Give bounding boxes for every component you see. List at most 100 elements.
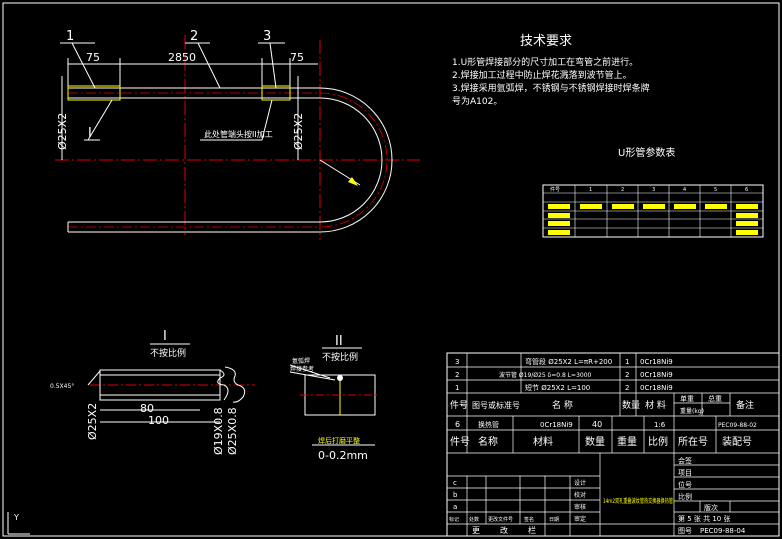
rev-c: c — [453, 479, 457, 487]
rev-h-2: 更改文件号 — [488, 516, 513, 523]
detail-I-dia-a: Ø25X2 — [86, 403, 99, 440]
role-design: 设计 — [574, 479, 586, 487]
u-table-h2: 2 — [621, 187, 624, 193]
tb-countersign: 会签 — [678, 456, 692, 465]
rev-f-2: 栏 — [528, 525, 536, 535]
detail-I-leader — [87, 99, 113, 141]
detail-II-weld — [337, 375, 343, 381]
svg-text:Y: Y — [13, 513, 19, 522]
detail-II-label-b: 焊接参考 — [290, 365, 314, 373]
rev-h-1: 处数 — [469, 516, 479, 523]
tb-drawing-no-label: 图号 — [678, 527, 692, 535]
u-table-title: U形管参数表 — [618, 146, 675, 159]
asm-h-3: 数量 — [585, 435, 605, 448]
bend-outer — [319, 87, 393, 233]
detail-I-subtitle: 不按比例 — [150, 347, 186, 359]
ucs-icon: Y — [7, 512, 30, 535]
u-table-h0: 件号 — [550, 186, 560, 193]
detail-II-gap: 0-0.2mm — [318, 449, 368, 462]
u-parameter-table: U形管参数表 件号 1 2 3 4 5 6 — [542, 146, 764, 238]
asm-h-7: 装配号 — [722, 435, 752, 448]
tb-scale: 比例 — [678, 492, 692, 501]
detail-II-title: II — [335, 334, 343, 349]
joint-note: 此处管端头按II加工 — [204, 129, 273, 139]
bom-h-unit: 单重 — [680, 394, 694, 403]
bom-h-name: 名 称 — [552, 399, 573, 411]
u-table-h3: 3 — [652, 187, 655, 193]
label-b-leader — [289, 371, 336, 381]
bom-weight-label: 重量(kg) — [680, 407, 704, 415]
bom-row-1-qty: 2 — [625, 384, 629, 392]
bom-row-1-no: 1 — [455, 384, 459, 392]
balloon-3-leader — [269, 42, 277, 89]
requirements-title: 技术要求 — [520, 34, 573, 49]
bom-h-total: 总重 — [708, 394, 722, 403]
dim-75-left: 75 — [86, 51, 100, 64]
requirement-4: 号为A102。 — [452, 97, 503, 107]
tb-position: 位号 — [678, 480, 692, 489]
balloon-2: 2 — [190, 29, 198, 44]
title-block: c b a 标记 处数 更改文件号 签名 日期 更 改 栏 设计 校对 审核 审… — [447, 453, 779, 536]
bom-row-2-no: 2 — [455, 371, 459, 379]
bom-row-3-name: 弯管段 Ø25X2 L=πR+200 — [525, 357, 612, 366]
role-check: 校对 — [574, 491, 586, 499]
asm-h-1: 名称 — [478, 435, 498, 448]
asm-name: 换热管 — [478, 420, 499, 429]
bend-inner — [319, 97, 383, 223]
bom-h-material: 材 料 — [645, 399, 666, 411]
detail-I-view: I 不按比例 0.5X45° 80 100 Ø25X2 Ø19X0.8 Ø25X… — [50, 329, 255, 455]
requirement-3: 3.焊接采用氩弧焊，不锈钢与不锈钢焊接时焊条牌 — [452, 84, 650, 94]
balloon-3: 3 — [263, 29, 271, 44]
requirement-2: 2.焊接加工过程中防止焊花溅落到波节管上。 — [452, 71, 632, 81]
detail-I-bellow-2 — [224, 366, 246, 403]
rev-h-4: 日期 — [549, 517, 559, 523]
detail-I-title: I — [163, 329, 167, 344]
balloon-1-leader — [71, 42, 96, 89]
tb-drawing-no: PEC09-88-04 — [700, 527, 746, 535]
bom-row-3-qty: 1 — [625, 358, 629, 366]
balloon-1: 1 — [66, 29, 74, 44]
u-table-h5: 5 — [714, 187, 717, 193]
dia-right-label: Ø25X2 — [292, 113, 305, 150]
u-tube-view: 1 2 3 75 2850 75 Ø25X2 Ø25X2 I 此处管端头按II加… — [55, 29, 420, 240]
tb-version: 版次 — [704, 503, 718, 512]
label-a-leader — [289, 364, 331, 379]
bom-h-remark: 备注 — [736, 399, 754, 411]
bom-h-qty: 数量 — [622, 399, 640, 411]
asm-qty: 40 — [592, 420, 602, 429]
dim-75-right: 75 — [290, 51, 304, 64]
bom-row-3-no: 3 — [455, 358, 459, 366]
bill-of-materials: 3 弯管段 Ø25X2 L=πR+200 1 0Cr18Ni9 2 波节管 Ø1… — [446, 352, 780, 537]
asm-h-5: 比例 — [648, 435, 668, 448]
bom-row-1-name: 短节 Ø25X2 L=100 — [525, 383, 590, 392]
detail-I-dim-80: 80 — [140, 402, 154, 415]
bom-h-code: 图号或标准号 — [472, 400, 520, 410]
detail-I-dia-b: Ø19X0.8 — [212, 407, 225, 455]
u-table-h1: 1 — [589, 187, 592, 193]
rev-a: a — [453, 503, 457, 511]
asm-h-4: 重量 — [617, 435, 637, 448]
rev-h-3: 签名 — [524, 516, 534, 523]
bom-frame — [446, 352, 780, 537]
balloon-2-leader — [197, 42, 221, 89]
rev-f-0: 更 — [472, 526, 480, 535]
tb-drawing-name: 14m2双孔重叠波纹管热交换器换热管 — [603, 497, 673, 505]
asm-material: 0Cr18Ni9 — [540, 421, 573, 429]
detail-II-label-a: 氩弧焊 — [292, 357, 310, 365]
note-leader — [261, 99, 273, 141]
u-table-h4: 4 — [683, 187, 686, 193]
radius-arrow — [348, 177, 358, 186]
asm-drawing: PEC09-88-02 — [718, 422, 757, 429]
chamfer-leader — [87, 370, 101, 386]
detail-I-dia-c: Ø25X0.8 — [226, 407, 239, 455]
u-table-h6: 6 — [745, 187, 748, 193]
requirement-1: 1.U形管焊接部分的尺寸加工在弯管之前进行。 — [452, 58, 639, 68]
rev-b: b — [453, 491, 458, 499]
role-approve: 审定 — [574, 515, 586, 523]
rev-f-1: 改 — [500, 525, 508, 535]
bom-row-1-material: 0Cr18Ni9 — [640, 384, 673, 392]
detail-I-bellow — [217, 369, 229, 401]
bom-row-2-name: 波节管 Ø19/Ø25 δ=0.8 L=3000 — [499, 371, 592, 379]
bom-h-no: 件号 — [450, 399, 468, 411]
asm-scale: 1:6 — [654, 421, 666, 429]
